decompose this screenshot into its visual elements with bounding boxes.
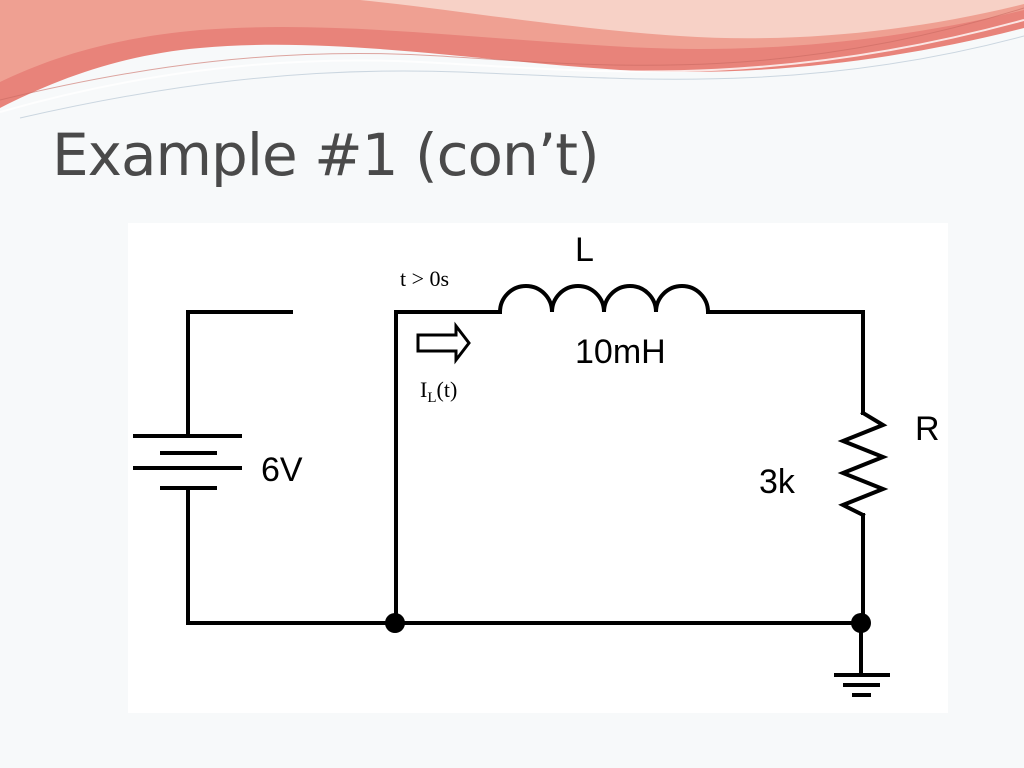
arrow-right-icon xyxy=(416,321,471,365)
current-label: IL(t) xyxy=(420,377,457,406)
battery-icon xyxy=(133,310,293,625)
header-wave-decoration xyxy=(0,0,1024,119)
time-condition-label: t > 0s xyxy=(400,266,449,291)
resistor-zigzag-icon xyxy=(837,410,889,518)
circuit-diagram: 6V L 10mH R 3k xyxy=(133,231,940,697)
slide-title: Example #1 (con’t) xyxy=(52,121,600,189)
inductor-coil-icon xyxy=(497,284,711,315)
current-label-subscript: L xyxy=(427,390,436,406)
resistor-value-label: 3k xyxy=(759,463,796,501)
current-label-argument: (t) xyxy=(437,377,458,402)
current-label-main: I xyxy=(420,377,427,402)
source-voltage-label: 6V xyxy=(261,451,303,489)
inductor-name-label: L xyxy=(575,231,594,269)
circuit-diagram-panel: 6V L 10mH R 3k xyxy=(128,223,948,713)
wave-line-1 xyxy=(0,19,1024,113)
wave-line-2 xyxy=(0,7,1024,101)
wave-line-3 xyxy=(19,35,1024,119)
wave-highlight-shape xyxy=(360,0,1024,39)
inductor-value-label: 10mH xyxy=(575,333,666,371)
ground-icon xyxy=(834,621,890,697)
resistor-name-label: R xyxy=(915,410,940,448)
